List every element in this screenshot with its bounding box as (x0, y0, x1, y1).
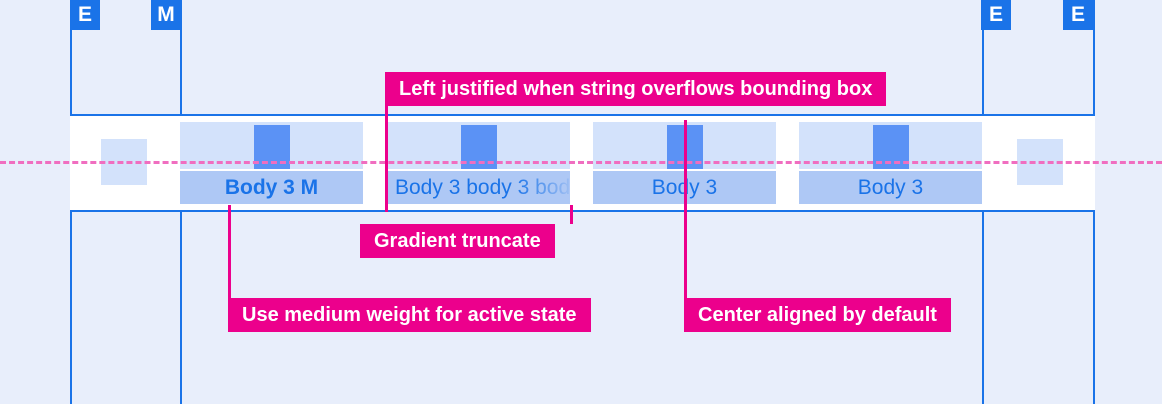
tab-label: Body 3 (857, 176, 924, 199)
callout-leader-center-aligned (684, 120, 687, 298)
tab-label-band: Body 3 (799, 171, 982, 204)
tab-label: Body 3 M (224, 176, 319, 199)
tab-label: Body 3 body 3 body 3 (395, 176, 570, 199)
callout-gradient-truncate: Gradient truncate (360, 224, 555, 258)
vertical-center-guide (0, 161, 1162, 164)
spacing-marker-e-left: E (70, 0, 100, 30)
spacing-marker-e-right-inner: E (981, 0, 1011, 30)
spacing-marker-e-right-outer: E (1063, 0, 1093, 30)
callout-leader-medium-weight (228, 205, 231, 298)
callout-left-justified: Left justified when string overflows bou… (385, 72, 887, 106)
callout-center-aligned: Center aligned by default (684, 298, 951, 332)
callout-leader-left-justified (385, 106, 388, 212)
tab-label-band: Body 3 M (180, 171, 363, 204)
callout-medium-weight: Use medium weight for active state (228, 298, 591, 332)
spacing-marker-m: M (151, 0, 181, 30)
callout-leader-gradient-truncate (570, 205, 573, 224)
tab-label-band: Body 3 body 3 body 3 (387, 171, 570, 204)
